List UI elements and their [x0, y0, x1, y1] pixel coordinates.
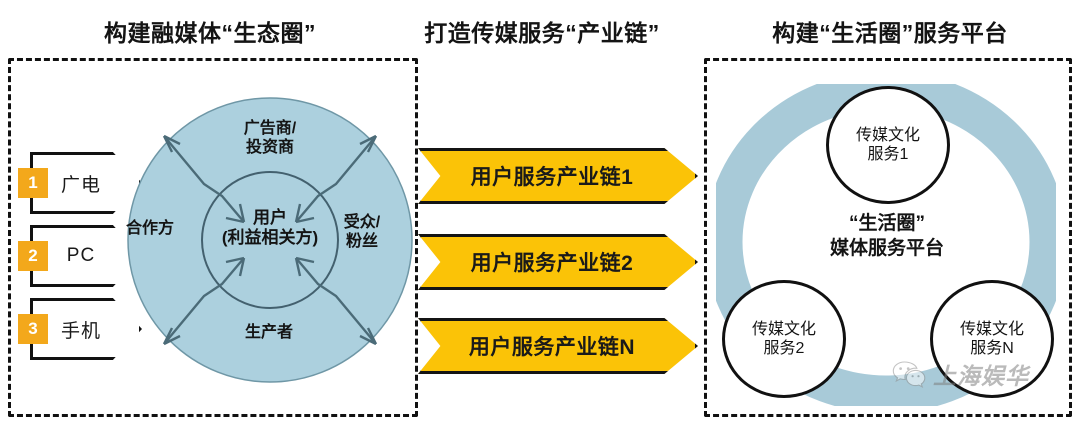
service-node-2[interactable]: 传媒文化 服务2 [722, 280, 846, 398]
ecosystem-diagram: 广告商/ 投资商 受众/ 粉丝 生产者 合作方 用户 (利益相关方) [126, 96, 414, 384]
title-middle: 打造传媒服务“产业链” [424, 20, 660, 46]
source-label-3: 手机 [60, 320, 101, 342]
source-row-2[interactable]: PC 2 [8, 225, 178, 287]
service-node-1[interactable]: 传媒文化 服务1 [826, 86, 950, 204]
eco-label-partner: 合作方 [125, 220, 174, 237]
chain-arrow-2[interactable]: 用户服务产业链2 [418, 234, 698, 290]
service-node-3-label: 传媒文化 服务N [959, 320, 1024, 357]
service-node-3[interactable]: 传媒文化 服务N [930, 280, 1054, 398]
title-right: 构建“生活圈”服务平台 [772, 20, 1008, 46]
source-badge-2: 2 [18, 241, 48, 271]
watermark-text: 上海娱华 [933, 363, 1029, 389]
panel-life-circle [704, 58, 1072, 417]
title-left: 构建融媒体“生态圈” [104, 20, 316, 46]
ecosystem-arrows [162, 134, 378, 346]
source-badge-1: 1 [18, 168, 48, 198]
ecosystem-inner-circle [201, 171, 339, 309]
chain-label-3: 用户服务产业链N [468, 336, 636, 359]
source-row-3[interactable]: 手机 3 [8, 298, 178, 360]
eco-label-user: 用户 (利益相关方) [221, 208, 319, 248]
eco-label-advertiser: 广告商/ 投资商 [243, 120, 297, 156]
chain-label-2: 用户服务产业链2 [470, 252, 634, 275]
chain-arrow-3[interactable]: 用户服务产业链N [418, 318, 698, 374]
watermark: 上海娱华 [892, 358, 1029, 390]
source-label-2: PC [66, 245, 96, 266]
source-badge-3: 3 [18, 314, 48, 344]
life-circle-center-label: “生活圈” 媒体服务平台 [829, 213, 944, 259]
source-row-1[interactable]: 广电 1 [8, 152, 178, 214]
chain-arrow-1[interactable]: 用户服务产业链1 [418, 148, 698, 204]
service-node-2-label: 传媒文化 服务2 [751, 320, 816, 357]
panel-ecosystem [8, 58, 418, 417]
eco-label-producer: 生产者 [244, 324, 293, 341]
life-circle-diagram: “生活圈” 媒体服务平台 传媒文化 服务1 传媒文化 服务2 传媒文化 服务N [705, 71, 1067, 413]
wechat-icon [892, 361, 926, 388]
chain-label-1: 用户服务产业链1 [470, 166, 634, 189]
service-node-1-label: 传媒文化 服务1 [855, 126, 920, 163]
source-label-1: 广电 [60, 174, 101, 196]
eco-label-audience: 受众/ 粉丝 [343, 214, 381, 250]
ecosystem-svg [127, 97, 413, 383]
